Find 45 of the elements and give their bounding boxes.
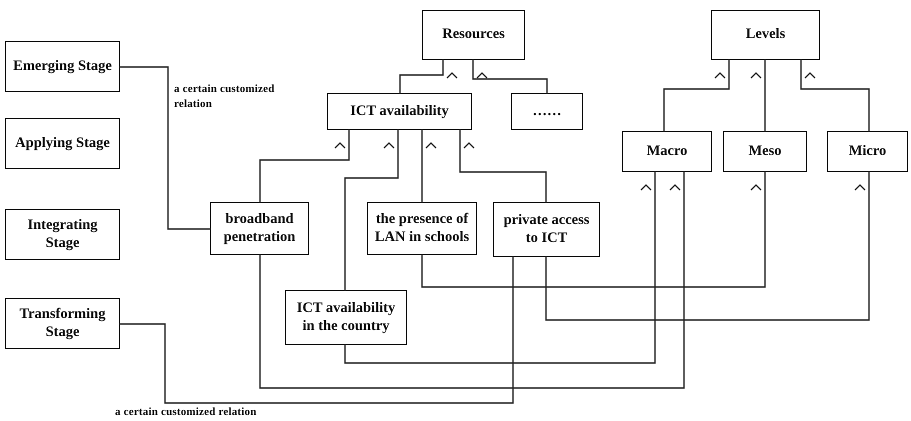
concept-box — [422, 10, 525, 60]
concept-box — [5, 298, 120, 349]
concept-box — [711, 10, 820, 60]
box-label: Transforming Stage — [18, 306, 106, 341]
concept-box — [511, 93, 583, 130]
box-label: private access to ICT — [502, 212, 590, 247]
box-label: Levels — [746, 26, 786, 44]
box-label: Meso — [748, 142, 782, 160]
arrow — [344, 172, 656, 364]
box-label: the presence of LAN in schools — [374, 211, 470, 246]
arrow — [800, 60, 870, 131]
box-label: Macro — [646, 142, 688, 160]
concept-box — [5, 209, 120, 260]
box-label: ICT availability in the country — [296, 300, 396, 335]
connector-line — [120, 257, 514, 404]
box-label: …… — [532, 102, 562, 120]
box-label: Micro — [848, 142, 886, 160]
arrow — [421, 172, 766, 288]
concept-box — [622, 131, 712, 172]
concept-box — [327, 93, 472, 130]
arrow — [344, 130, 399, 290]
box-label: Integrating Stage — [26, 217, 99, 252]
arrow — [472, 60, 548, 93]
arrow — [421, 130, 437, 202]
arrow — [259, 130, 350, 202]
concept-box — [723, 131, 807, 172]
concept-box — [493, 202, 600, 257]
arrow — [750, 60, 766, 131]
concept-box — [285, 290, 407, 345]
arrow — [259, 172, 685, 389]
concept-box — [5, 118, 120, 169]
arrow — [545, 172, 870, 321]
box-label: Resources — [442, 26, 505, 44]
connector-line — [120, 66, 210, 230]
box-label: Emerging Stage — [13, 58, 112, 76]
arrow — [399, 60, 458, 93]
box-label: Applying Stage — [15, 134, 110, 152]
arrow — [459, 130, 547, 202]
concept-box — [827, 131, 908, 172]
box-label: broadband penetration — [222, 211, 296, 246]
concept-box — [5, 41, 120, 92]
concept-box — [210, 202, 309, 255]
box-label: ICT availability — [350, 102, 449, 120]
concept-box — [367, 202, 477, 255]
arrow — [663, 60, 730, 131]
